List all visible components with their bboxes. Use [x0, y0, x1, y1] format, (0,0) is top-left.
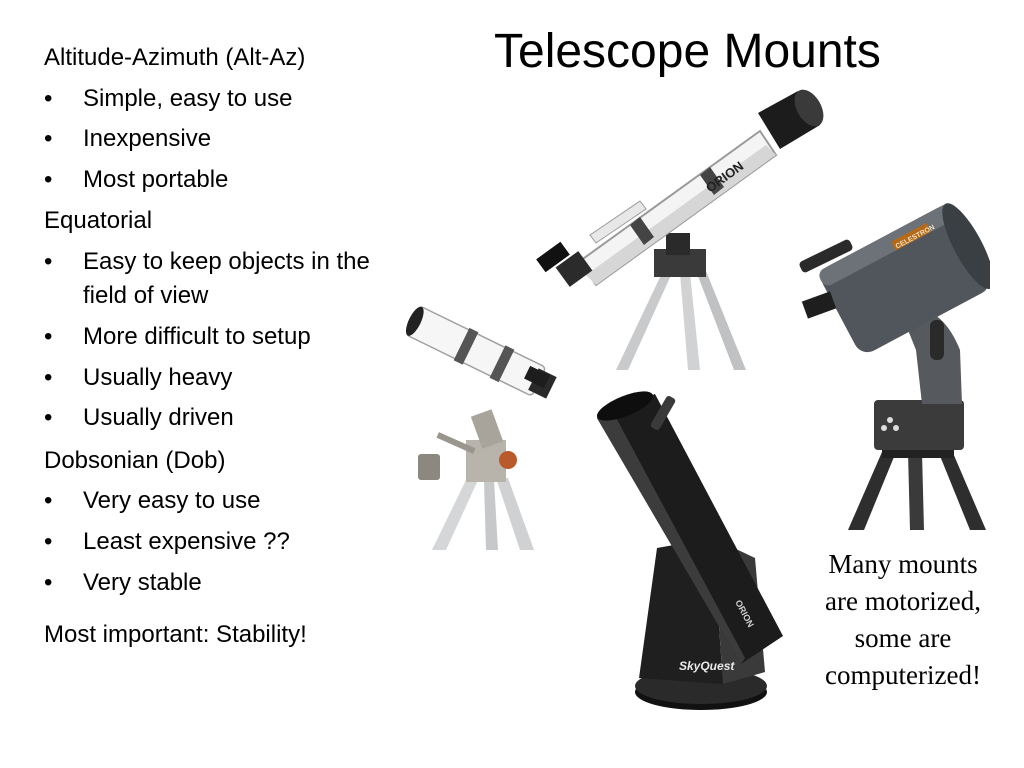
section-heading-dobsonian: Dobsonian (Dob)	[44, 447, 226, 474]
list-item: • Very easy to use	[44, 484, 384, 518]
list-item: • Usually heavy	[44, 361, 384, 395]
stability-note: Most important: Stability!	[44, 621, 307, 648]
bullet-icon: •	[44, 569, 53, 596]
bullet-icon: •	[44, 487, 53, 514]
sct-fork-mount-photo: CELESTRON	[799, 203, 990, 530]
page-title: Telescope Mounts	[494, 25, 881, 78]
list-item-text: Usually heavy	[83, 364, 233, 391]
list-item: • Least expensive ??	[44, 525, 384, 559]
caption-line: are motorized,	[825, 586, 981, 616]
list-item: • Easy to keep objects in the field of v…	[44, 245, 384, 313]
list-item: • More difficult to setup	[44, 320, 384, 354]
alt-az-refractor-photo: ORION	[536, 89, 824, 370]
bullet-icon: •	[44, 166, 53, 193]
list-item-text: More difficult to setup	[83, 323, 311, 350]
list-item-text: Usually driven	[83, 404, 234, 431]
list-item: • Inexpensive	[44, 122, 384, 156]
equatorial-refractor-photo	[405, 306, 557, 550]
list-item: • Usually driven	[44, 401, 384, 435]
section-heading-alt-az: Altitude-Azimuth (Alt-Az)	[44, 44, 306, 71]
bullet-icon: •	[44, 248, 53, 275]
bullet-icon: •	[44, 528, 53, 555]
motorized-caption: Many mounts are motorized, some are comp…	[800, 546, 1006, 694]
list-item-text: Very stable	[83, 569, 202, 596]
bullet-icon: •	[44, 404, 53, 431]
list-item-text: Very easy to use	[83, 487, 261, 514]
section-heading-equatorial: Equatorial	[44, 207, 153, 234]
list-item-text: Easy to keep objects in the field of vie…	[83, 248, 370, 309]
list-item-text: Least expensive ??	[83, 528, 290, 555]
dob-brand-label: SkyQuest	[679, 659, 735, 673]
dobsonian-photo: SkyQuest ORION	[596, 391, 783, 710]
list-item-text: Most portable	[83, 166, 229, 193]
bullet-icon: •	[44, 85, 53, 112]
bullet-icon: •	[44, 125, 53, 152]
bullet-icon: •	[44, 364, 53, 391]
list-item-text: Simple, easy to use	[83, 85, 293, 112]
list-item: • Simple, easy to use	[44, 82, 384, 116]
caption-line: computerized!	[825, 660, 981, 690]
caption-line: some are	[854, 623, 952, 653]
list-item-text: Inexpensive	[83, 125, 212, 152]
bullet-icon: •	[44, 323, 53, 350]
list-item: • Most portable	[44, 163, 384, 197]
list-item: • Very stable	[44, 566, 384, 600]
caption-line: Many mounts	[828, 549, 978, 579]
